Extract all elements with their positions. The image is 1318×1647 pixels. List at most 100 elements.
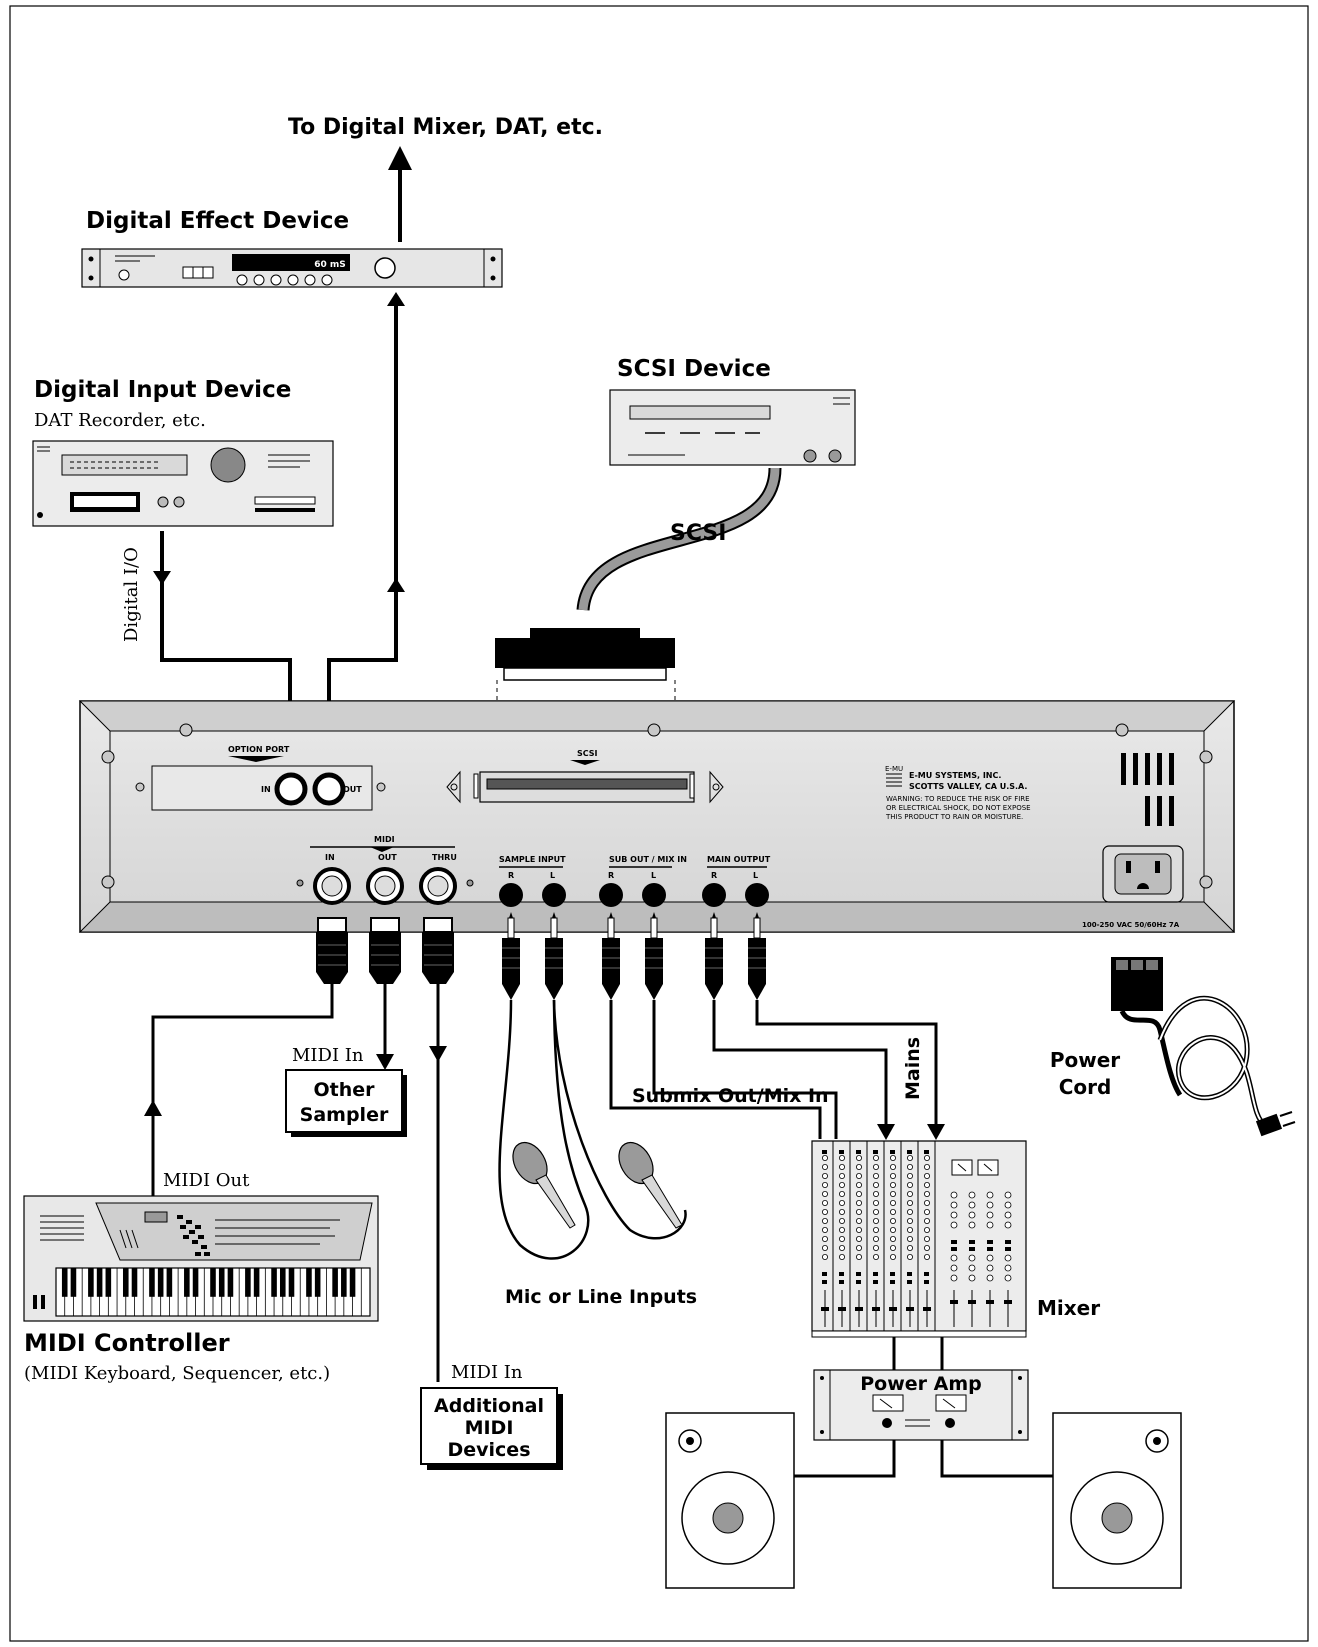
label-warning-1: WARNING: TO REDUCE THE RISK OF FIRE [886,795,1030,803]
midi-out-jack[interactable] [366,867,404,905]
label-midi-controller-sub: (MIDI Keyboard, Sequencer, etc.) [24,1363,330,1384]
midi-thru-jack[interactable] [419,867,457,905]
label-to-digital-mixer: To Digital Mixer, DAT, etc. [288,115,603,140]
other-sampler-box [285,1069,403,1133]
label-sub-l: L [651,871,656,880]
label-midi-in-other: MIDI In [292,1045,364,1066]
label-main-output: MAIN OUTPUT [707,855,771,864]
cable-speaker-left [794,1440,896,1478]
svg-text:E-MU: E-MU [885,765,903,773]
page-frame [9,5,1309,1642]
label-digital-io: Digital I/O [121,547,142,642]
label-main-l: L [753,871,758,880]
mic-cable-left [552,999,687,1240]
main-output-r-jack[interactable] [702,883,726,907]
arrow-midi-out [376,1054,394,1070]
arrow-main-r [877,1124,895,1140]
cable-speaker-right [940,1440,1053,1478]
emu-logo: E-MU [885,765,903,787]
option-in-jack[interactable] [274,772,308,806]
label-option-port: OPTION PORT [228,745,290,754]
label-sample-input: SAMPLE INPUT [499,855,566,864]
cable-digital-out [327,300,398,760]
sampler-rear-panel: OPTION PORT IN OUT SCSI E-MU E-MU SYSTEM… [78,700,1236,933]
label-sample-r: R [508,871,514,880]
label-main-r: R [711,871,717,880]
power-cord [1111,957,1296,1137]
label-power-amp: Power Amp [860,1373,982,1395]
keyboard-keys [61,1268,362,1316]
arrow-midi-thru [429,1046,447,1062]
cable-submix-r [609,1000,822,1139]
digital-effect-device: 60 mS [81,248,503,288]
label-other-sampler-1: Other [313,1079,375,1101]
label-scsi-device: SCSI Device [617,356,771,382]
label-midi-in-port: IN [325,853,335,862]
sample-input-r-jack[interactable] [499,883,523,907]
arrow-midi-in [144,1100,162,1116]
label-mixer: Mixer [1037,1296,1100,1320]
main-output-l-jack[interactable] [745,883,769,907]
digital-input-device [32,440,334,527]
sample-input-l-jack[interactable] [542,883,566,907]
label-power-cord-1: Power [1050,1048,1120,1072]
label-midi-out: MIDI Out [163,1170,250,1191]
label-power-cord-2: Cord [1059,1075,1112,1099]
microphone-2 [618,1141,683,1229]
label-midi-thru-port: THRU [432,853,457,862]
label-emu-line1: E-MU SYSTEMS, INC. [909,771,1001,780]
label-mains: Mains [902,1037,924,1100]
midi-plugs [316,917,454,984]
label-additional-3: Devices [447,1439,530,1461]
audio-plugs [502,912,766,1000]
label-sample-l: L [550,871,555,880]
mixer [811,1140,1027,1338]
label-other-sampler-2: Sampler [300,1104,389,1126]
additional-midi-box [420,1387,558,1465]
power-amp [813,1369,1029,1441]
label-additional-1: Additional [434,1395,544,1417]
label-sub-out-mix-in: SUB OUT / MIX IN [609,855,687,864]
label-scsi-port: SCSI [577,749,598,758]
microphone-1 [512,1141,576,1229]
arrow-digital-out-1 [387,578,405,592]
label-midi-header: MIDI [374,835,395,844]
label-warning-2: OR ELECTRICAL SHOCK, DO NOT EXPOSE [886,804,1031,812]
arrow-digital-out-2 [387,292,405,306]
midi-controller-keyboard [23,1195,379,1322]
speaker-left [665,1412,795,1589]
label-additional-2: MIDI [465,1417,514,1439]
sub-out-l-jack[interactable] [642,883,666,907]
vent-slots [1121,753,1174,826]
cable-submix-l [652,1000,838,1139]
label-midi-out-port: OUT [378,853,397,862]
label-option-out: OUT [343,785,362,794]
label-warning-3: THIS PRODUCT TO RAIN OR MOISTURE. [885,813,1023,821]
label-emu-line2: SCOTTS VALLEY, CA U.S.A. [909,782,1027,791]
option-out-jack[interactable] [312,772,346,806]
sub-out-r-jack[interactable] [599,883,623,907]
label-submix: Submix Out/Mix In [632,1085,829,1107]
label-dat-recorder: DAT Recorder, etc. [34,410,206,431]
cable-main-l [755,1000,938,1130]
label-sub-r: R [608,871,614,880]
arrow-main-l [927,1124,945,1140]
speaker-right [1052,1412,1182,1589]
scsi-device [609,389,856,466]
label-digital-input-device: Digital Input Device [34,377,291,403]
scsi-connector-plug [495,628,675,681]
label-option-in: IN [261,785,271,794]
cable-main-r [712,1000,888,1130]
label-digital-effect-device: Digital Effect Device [86,208,349,234]
mic-cable-right [498,999,590,1260]
label-scsi-cable: SCSI [670,521,726,546]
label-mic-line-inputs: Mic or Line Inputs [505,1286,697,1308]
label-midi-in-additional: MIDI In [451,1362,523,1383]
arrow-digital-in [153,571,171,585]
midi-in-jack[interactable] [313,867,351,905]
label-voltage: 100-250 VAC 50/60Hz 7A [1082,921,1180,929]
effect-display-readout: 60 mS [314,260,346,270]
label-midi-controller: MIDI Controller [24,1329,230,1357]
